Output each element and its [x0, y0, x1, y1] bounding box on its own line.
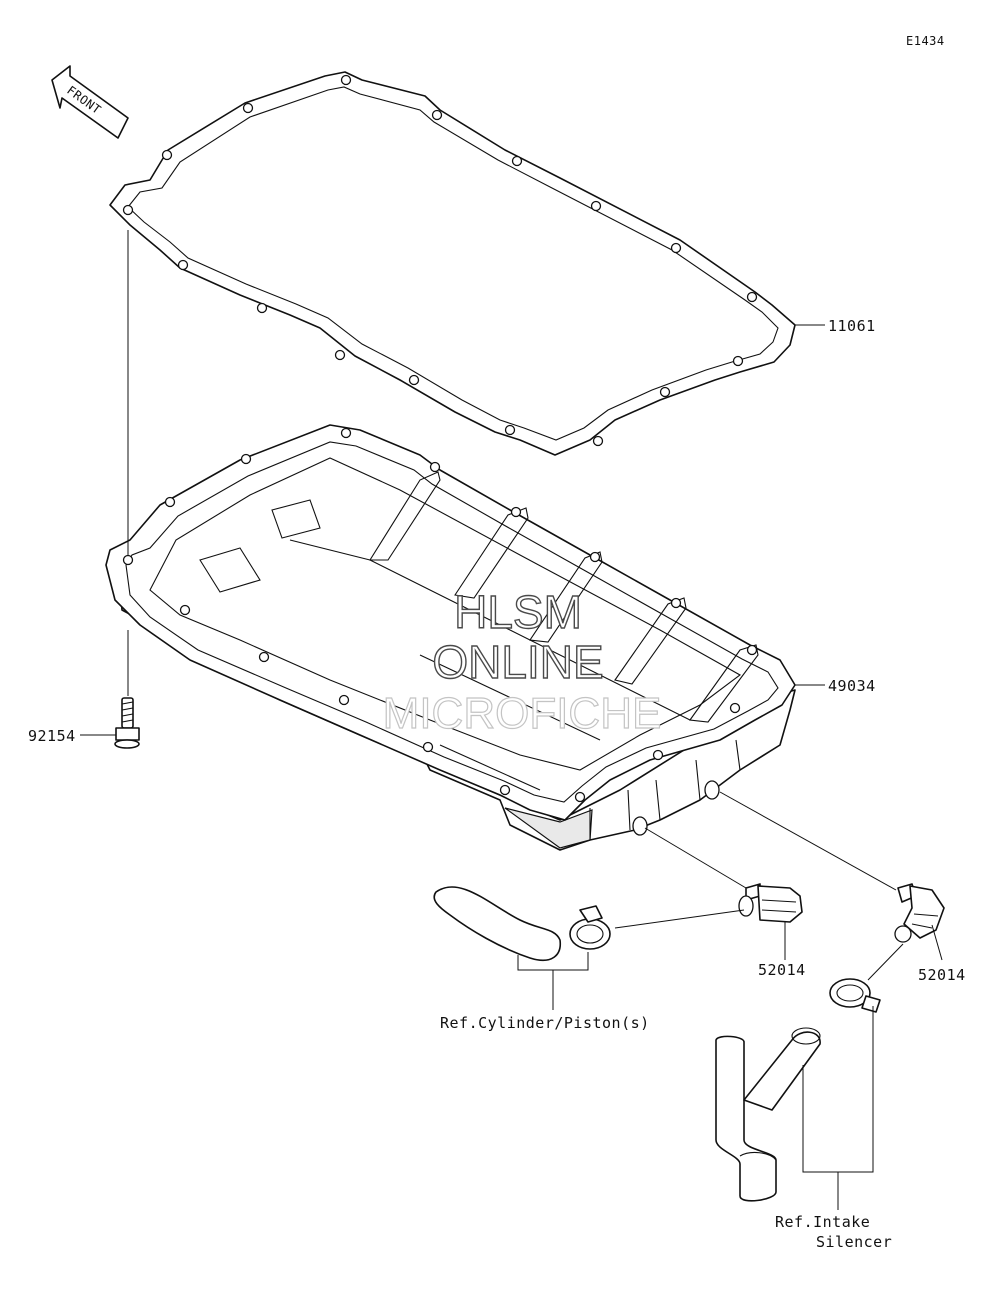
watermark-line1: HLSM	[454, 586, 582, 638]
label-fitting-left[interactable]: 52014	[758, 961, 806, 979]
gasket-bolt-holes	[122, 74, 758, 447]
watermark-line3: MICROFICHE	[383, 689, 662, 738]
oil-pan[interactable]	[105, 424, 796, 851]
ref-intake-line2[interactable]: Silencer	[816, 1233, 892, 1251]
label-oil-pan[interactable]: 49034	[828, 677, 876, 695]
fitting-right[interactable]	[894, 883, 945, 943]
gasket[interactable]	[109, 71, 796, 456]
hose-clamp-right[interactable]	[829, 978, 881, 1013]
label-bolt[interactable]: 92154	[28, 727, 76, 745]
hose-cylinder[interactable]	[433, 886, 561, 962]
watermark: HLSM ONLINE MICROFICHE	[382, 585, 662, 738]
front-arrow-icon: FRONT	[51, 65, 129, 139]
diagram-code: E1434	[906, 34, 945, 48]
label-gasket[interactable]: 11061	[828, 317, 876, 335]
ref-cylinder-piston[interactable]: Ref.Cylinder/Piston(s)	[440, 1014, 650, 1032]
bolt[interactable]	[114, 230, 140, 749]
watermark-line2: ONLINE	[432, 636, 603, 688]
fitting-left[interactable]	[738, 883, 803, 923]
oil-pan-bolt-holes	[122, 427, 758, 803]
intake-pipe[interactable]	[715, 1027, 821, 1202]
ref-intake-line1[interactable]: Ref.Intake	[775, 1213, 870, 1231]
label-fitting-right[interactable]: 52014	[918, 966, 966, 984]
hose-clamp-left[interactable]	[569, 905, 611, 950]
